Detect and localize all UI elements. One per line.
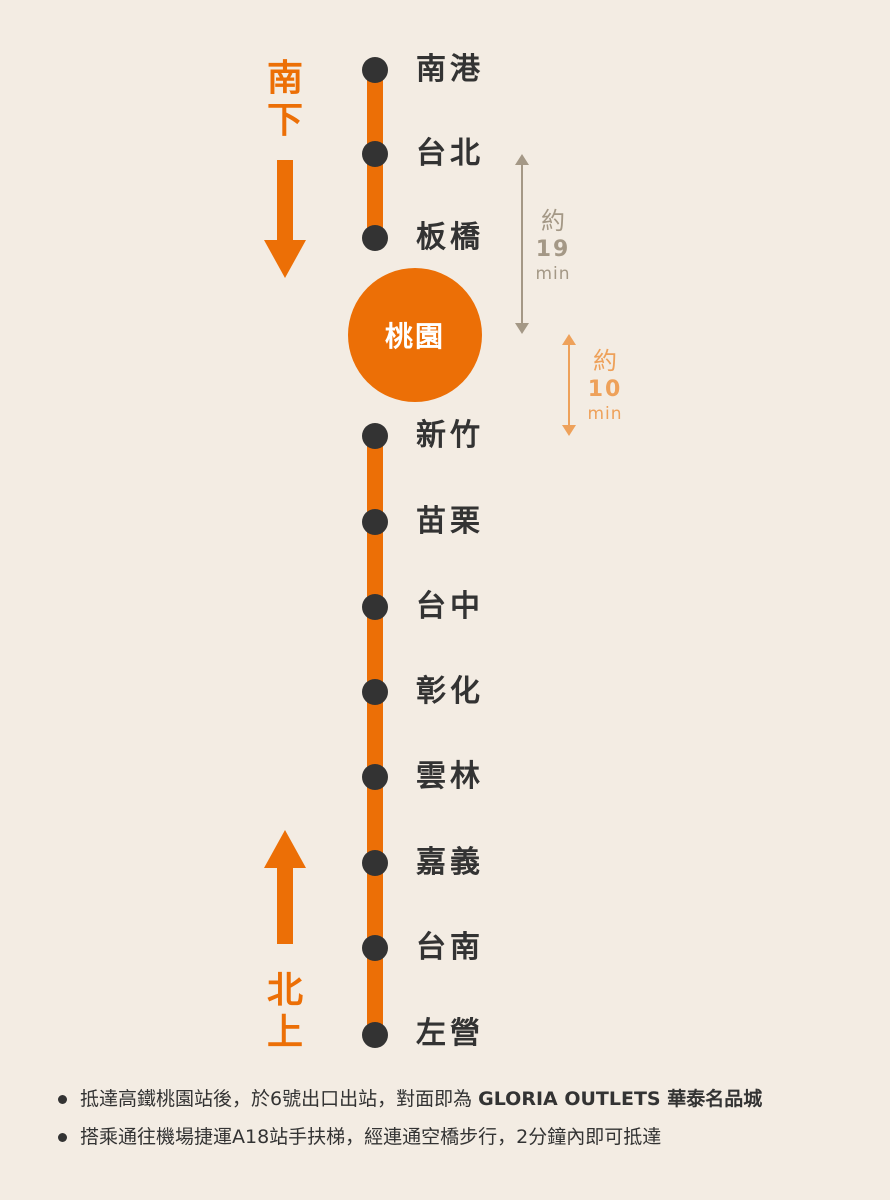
- station-label-nangang: 南港: [416, 52, 484, 87]
- station-dot-zuoying: [362, 1022, 388, 1048]
- station-label-yunlin: 雲林: [416, 759, 484, 794]
- station-dot-nangang: [362, 57, 388, 83]
- note-highlight: GLORIA OUTLETS 華泰名品城: [478, 1088, 763, 1110]
- time-taoyuan-to-hsinchu: 約 10 min: [575, 346, 635, 424]
- time-hsinchu-unit: min: [587, 404, 623, 424]
- arrow-up-icon: [264, 830, 306, 944]
- hub-station-taoyuan: 桃園: [348, 268, 482, 402]
- station-dot-yunlin: [362, 764, 388, 790]
- note-item: 搭乘通往機場捷運A18站手扶梯，經連通空橋步行，2分鐘內即可抵達: [58, 1118, 858, 1156]
- rail-line-south: [367, 436, 383, 1036]
- note-text: 抵達高鐵桃園站後，於6號出口出站，對面即為: [80, 1088, 479, 1110]
- time-range-arrow-hsinchu-icon: [562, 334, 576, 436]
- station-dot-tainan: [362, 935, 388, 961]
- station-label-changhua: 彰化: [416, 674, 484, 709]
- station-label-taipei: 台北: [416, 136, 484, 171]
- station-label-banqiao: 板橋: [416, 220, 484, 255]
- direction-south-line1: 南: [266, 58, 303, 99]
- station-dot-banqiao: [362, 225, 388, 251]
- direction-south-line2: 下: [266, 100, 303, 141]
- directions-notes: 抵達高鐵桃園站後，於6號出口出站，對面即為 GLORIA OUTLETS 華泰名…: [58, 1080, 858, 1156]
- station-label-miaoli: 苗栗: [416, 504, 484, 539]
- station-dot-changhua: [362, 679, 388, 705]
- note-text: 搭乘通往機場捷運A18站手扶梯，經連通空橋步行，2分鐘內即可抵達: [80, 1126, 662, 1148]
- direction-north-line2: 上: [266, 1012, 303, 1053]
- hub-station-label: 桃園: [384, 320, 445, 353]
- station-label-taichung: 台中: [416, 589, 484, 624]
- time-hsinchu-value: 10: [587, 377, 623, 402]
- direction-north-line1: 北: [266, 970, 303, 1011]
- station-label-tainan: 台南: [416, 930, 484, 965]
- station-label-chiayi: 嘉義: [416, 845, 484, 880]
- time-taipei-unit: min: [535, 264, 571, 284]
- station-dot-taipei: [362, 141, 388, 167]
- time-taipei-prefix: 約: [541, 207, 565, 235]
- station-dot-miaoli: [362, 509, 388, 535]
- time-range-arrow-taipei-icon: [515, 154, 529, 334]
- station-label-hsinchu: 新竹: [416, 418, 484, 453]
- station-dot-taichung: [362, 594, 388, 620]
- note-item: 抵達高鐵桃園站後，於6號出口出站，對面即為 GLORIA OUTLETS 華泰名…: [58, 1080, 858, 1118]
- station-dot-chiayi: [362, 850, 388, 876]
- time-taipei-value: 19: [535, 237, 571, 262]
- station-label-zuoying: 左營: [416, 1016, 484, 1051]
- time-hsinchu-prefix: 約: [593, 347, 617, 375]
- arrow-down-icon: [264, 160, 306, 278]
- station-dot-hsinchu: [362, 423, 388, 449]
- time-taipei-to-taoyuan: 約 19 min: [523, 206, 583, 284]
